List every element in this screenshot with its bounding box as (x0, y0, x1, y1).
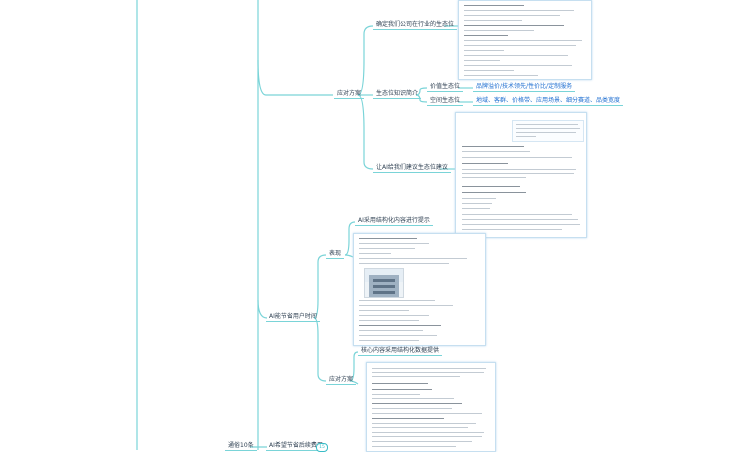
card-line (372, 368, 486, 369)
card-eco-details[interactable] (458, 0, 592, 80)
card-line (372, 389, 432, 390)
card-line (372, 403, 462, 404)
card-line (359, 340, 419, 341)
card-line (464, 40, 582, 41)
card-line (372, 383, 428, 384)
card-line (462, 146, 524, 147)
card-line (462, 173, 574, 174)
card-line (372, 418, 444, 419)
card-line (372, 376, 460, 377)
card-line (372, 436, 482, 437)
card-line (372, 432, 484, 433)
card-line (464, 45, 576, 46)
card-performance-example[interactable] (353, 233, 486, 346)
card-line (462, 169, 576, 170)
card-line (359, 238, 417, 239)
card-line (372, 394, 420, 395)
card-line (372, 423, 476, 424)
card-quote-block (512, 120, 584, 142)
card-line (464, 5, 524, 6)
card-line (464, 35, 508, 36)
card-line (359, 248, 415, 249)
card-line (372, 427, 468, 428)
card-line (359, 243, 429, 244)
card-line (462, 219, 578, 220)
card-line (359, 263, 449, 264)
card-line (372, 372, 484, 373)
card-line (359, 310, 409, 311)
card-line (464, 30, 534, 31)
card-line (359, 253, 391, 254)
node-core-structured[interactable]: 核心内容采用结构化数据提供 (358, 347, 443, 356)
card-line (462, 208, 490, 209)
card-line (464, 55, 568, 56)
card-line (359, 330, 423, 331)
card-line (464, 50, 504, 51)
card-line (372, 441, 472, 442)
card-line (359, 258, 467, 259)
card-line (359, 300, 435, 301)
card-ai-suggestion[interactable] (455, 112, 587, 238)
card-line (462, 198, 496, 199)
card-line (359, 315, 429, 316)
card-line (462, 224, 580, 225)
card-line (359, 325, 441, 326)
card-line (464, 15, 560, 16)
card-line (464, 20, 522, 21)
node-performance[interactable]: 表现 (326, 250, 345, 259)
node-countermeasure-bottom[interactable]: 应对方案 (326, 376, 357, 385)
card-line (372, 413, 482, 414)
card-line (462, 192, 526, 193)
card-line (359, 305, 453, 306)
card-line (359, 320, 419, 321)
card-line (462, 177, 526, 178)
card-line (372, 446, 456, 447)
node-space-eco-desc[interactable]: 地域、客群、价格带、应用场景、细分赛道、品类宽度 (473, 97, 624, 106)
card-line (372, 408, 452, 409)
card-line (359, 335, 437, 336)
node-ai-save-time[interactable]: AI能节省用户时间 (266, 313, 320, 322)
building-photo (364, 268, 404, 298)
card-line (464, 70, 514, 71)
card-line (462, 203, 492, 204)
node-eco-position[interactable]: 生态位知识简介 (373, 90, 422, 99)
node-value-eco[interactable]: 价值生态位 (427, 83, 464, 92)
card-line (462, 229, 562, 230)
card-line (372, 398, 454, 399)
card-line (462, 157, 572, 158)
card-line (464, 60, 500, 61)
card-line (462, 186, 520, 187)
node-space-eco[interactable]: 空间生态位 (427, 97, 464, 106)
node-ai-structured[interactable]: AI采用结构化内容进行提示 (355, 217, 433, 226)
node-countermeasure-top[interactable]: 应对方案 (334, 90, 365, 99)
card-line (464, 10, 574, 11)
card-structured-data[interactable] (366, 362, 496, 452)
node-determine-eco[interactable]: 确定我们公司在行业的生态位 (373, 21, 458, 30)
node-value-eco-desc[interactable]: 品牌溢价/技术领先/性价比/定制服务 (473, 83, 576, 92)
node-ai-suggest[interactable]: 让AI给我们建议生态位建议 (373, 164, 451, 173)
card-line (462, 151, 530, 152)
collapsed-count-badge[interactable]: 15 (316, 443, 328, 452)
card-line (462, 214, 572, 215)
card-line (462, 163, 508, 164)
card-line (464, 65, 572, 66)
card-line (464, 75, 538, 76)
card-line (464, 25, 564, 26)
